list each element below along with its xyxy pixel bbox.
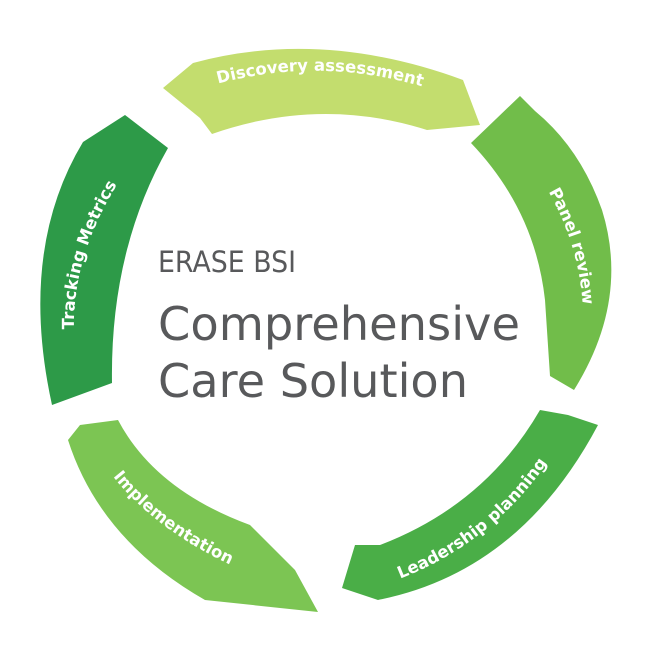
segment-implementation — [68, 420, 318, 612]
segment-discovery-assessment — [163, 48, 480, 134]
center-title-line-2: Care Solution — [158, 354, 468, 408]
segment-panel-review — [471, 96, 612, 390]
segment-leadership-planning — [342, 410, 598, 600]
center-subtitle: ERASE BSI — [158, 245, 296, 279]
center-title-line-1: Comprehensive — [158, 297, 520, 351]
segment-tracking-metrics — [40, 115, 168, 405]
